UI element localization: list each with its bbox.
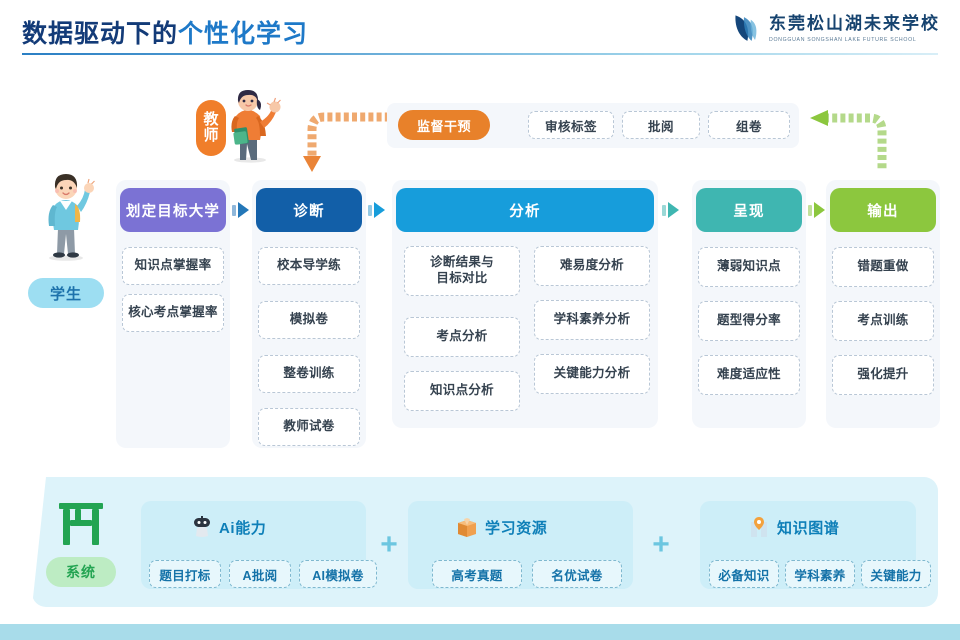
school-name-cn: 东莞松山湖未来学校 [769,14,940,34]
system-card-title-ai: Ai能力 [192,516,266,538]
system-chip-gaokao-papers[interactable]: 高考真题 [432,560,522,588]
pipeline-arrow-2-icon [368,202,385,218]
supervise-intervene-button[interactable]: 监督干预 [398,110,490,140]
system-card-title-knowledge-graph: 知识图谱 [748,516,839,538]
teacher-badge-char1: 教 [203,110,219,128]
teacher-chip-review-tag[interactable]: 审核标签 [528,111,614,139]
chip-reinforcement[interactable]: 强化提升 [832,355,934,395]
chip-school-guide[interactable]: 校本导学练 [258,247,360,285]
system-chip-a-grading[interactable]: A批阅 [229,560,291,588]
system-chip-question-tagging[interactable]: 题目打标 [149,560,221,588]
system-card-title-resources: 学习资源 [456,516,547,538]
bottom-accent-bar [0,624,960,640]
system-card-title-resources-label: 学习资源 [485,519,548,537]
pipeline-arrow-3-icon [662,202,679,218]
school-logo: 东莞松山湖未来学校 DONGGUAN SONGSHAN LAKE FUTURE … [727,12,940,46]
chip-exam-point-training[interactable]: 考点训练 [832,301,934,341]
robot-icon [194,516,210,537]
chip-key-ability-analysis[interactable]: 关键能力分析 [534,354,650,394]
chip-knowledge-mastery[interactable]: 知识点掌握率 [122,247,224,285]
chip-result-vs-target[interactable]: 诊断结果与 目标对比 [404,246,520,296]
system-chip-ai-mock-paper[interactable]: AI模拟卷 [299,560,377,588]
pipeline-header-diagnose[interactable]: 诊断 [256,188,362,232]
box-icon [458,518,476,537]
output-return-arrow-icon [810,110,887,170]
page-title: 数据驱动下的个性化学习 [22,14,308,50]
wing-logo-icon [735,15,757,41]
system-card-title-kg-label: 知识图谱 [777,519,840,537]
chip-core-exam-mastery[interactable]: 核心考点掌握率 [122,294,224,332]
system-chip-essential-knowledge[interactable]: 必备知识 [709,560,779,588]
page-title-part1: 数据驱动下的 [22,20,179,48]
chip-difficulty-adaptivity[interactable]: 难度适应性 [698,355,800,395]
system-card-title-ai-label: Ai能力 [219,519,267,537]
system-chip-top-papers[interactable]: 名优试卷 [532,560,622,588]
chip-weak-knowledge[interactable]: 薄弱知识点 [698,247,800,287]
chip-exam-point-analysis[interactable]: 考点分析 [404,317,520,357]
chip-redo-wrong-questions[interactable]: 错题重做 [832,247,934,287]
chip-teacher-paper[interactable]: 教师试卷 [258,408,360,446]
teacher-badge-char2: 师 [203,127,219,144]
page-header: 数据驱动下的个性化学习 东莞松山湖未来学校 DONGGUAN SONGSHAN … [0,0,960,62]
student-badge: 学生 [28,278,104,308]
teacher-chip-compose-paper[interactable]: 组卷 [708,111,790,139]
plus-separator-2: + [652,528,670,561]
map-pin-icon [751,517,767,537]
chip-question-type-score[interactable]: 题型得分率 [698,301,800,341]
chip-mock-paper[interactable]: 模拟卷 [258,301,360,339]
page-title-part2: 个性化学习 [178,20,309,48]
pipeline-header-present[interactable]: 呈现 [696,188,802,232]
teacher-badge: 教 师 [196,100,226,156]
system-chip-subject-literacy[interactable]: 学科素养 [785,560,855,588]
system-logo-icon [59,503,103,545]
pipeline-arrow-4-icon [808,202,825,218]
chip-subject-literacy-analysis[interactable]: 学科素养分析 [534,300,650,340]
plus-separator-1: + [380,528,398,561]
pipeline-arrow-1-icon [232,202,249,218]
teacher-chip-grading[interactable]: 批阅 [622,111,700,139]
school-logo-text: 东莞松山湖未来学校 DONGGUAN SONGSHAN LAKE FUTURE … [769,14,940,43]
system-badge: 系统 [46,557,116,587]
header-divider [22,53,938,55]
pipeline-header-target[interactable]: 划定目标大学 [120,188,226,232]
school-name-en: DONGGUAN SONGSHAN LAKE FUTURE SCHOOL [769,36,917,43]
teacher-illustration [231,90,281,163]
system-chip-key-ability[interactable]: 关键能力 [861,560,931,588]
chip-difficulty-analysis[interactable]: 难易度分析 [534,246,650,286]
teacher-flow-arrow-icon [303,112,398,172]
chip-full-paper-training[interactable]: 整卷训练 [258,355,360,393]
student-illustration [48,174,95,261]
pipeline-header-output[interactable]: 输出 [830,188,936,232]
chip-knowledge-point-analysis[interactable]: 知识点分析 [404,371,520,411]
pipeline-header-analysis[interactable]: 分析 [396,188,654,232]
